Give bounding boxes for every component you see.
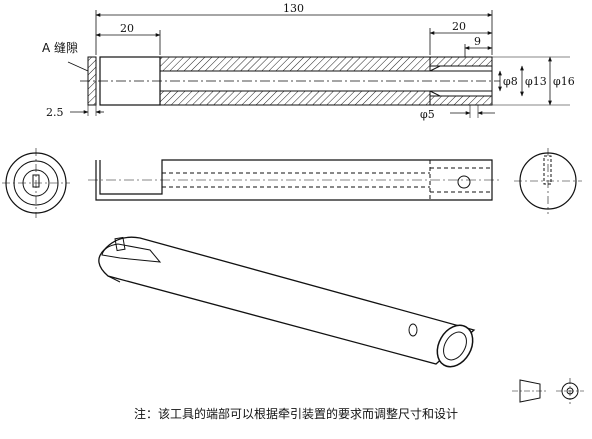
tip-bottom-hatch	[429, 95, 493, 106]
dim-gap-width: 2.5	[46, 106, 64, 119]
dim-dia-small: φ5	[420, 108, 435, 121]
dim-dia-outer: φ16	[553, 75, 575, 88]
gap-label: A 缝隙	[42, 40, 78, 55]
dim-dia-mid: φ13	[525, 75, 547, 88]
dim-left-section: 20	[120, 22, 134, 35]
detail-views	[512, 378, 584, 404]
dim-overall-length: 130	[283, 2, 304, 15]
right-end-view	[514, 148, 582, 214]
wall-top-hatch	[159, 56, 431, 72]
left-end-view	[2, 148, 70, 218]
isometric-view	[98, 236, 476, 368]
drawing-note: 注：该工具的端部可以根据牵引装置的要求而调整尺寸和设计	[133, 407, 458, 421]
dim-dia-inner: φ8	[503, 75, 518, 88]
side-view	[88, 159, 500, 201]
section-view: 130 20 20 9 A 缝隙 2.5 φ8 φ13 φ16	[42, 2, 575, 121]
dim-bore-depth: 9	[474, 35, 481, 48]
wall-bottom-hatch	[159, 90, 431, 106]
taper	[429, 65, 492, 72]
dim-right-section: 20	[452, 20, 466, 33]
tip-top-hatch	[429, 56, 493, 67]
